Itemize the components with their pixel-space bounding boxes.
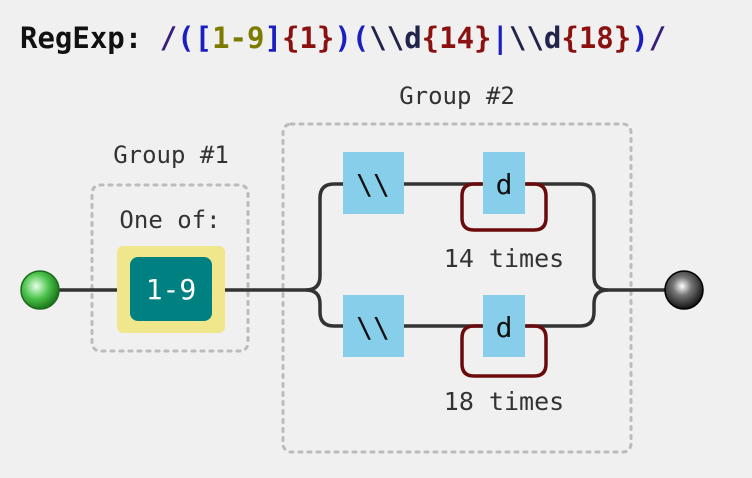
escape-box-lower [343, 295, 404, 357]
regex-token-brace: {18} [561, 21, 632, 55]
regex-header: RegExp: /([1-9]{1})(\\d{14}|\\d{18})/ [20, 18, 666, 58]
regex-token-paren: ) [334, 21, 352, 55]
repeat-loop-14 [460, 182, 548, 232]
regex-token-paren: ( [177, 21, 195, 55]
repeat-label-18: 18 times [444, 387, 564, 416]
regex-token-brace: {14} [421, 21, 492, 55]
regex-token-bracket: [ [194, 21, 213, 55]
start-node [20, 270, 60, 310]
range-label: 1-9 [146, 273, 197, 306]
end-node [664, 270, 704, 310]
regex-token-paren: ( [351, 21, 370, 55]
group1-title: Group #1 [113, 141, 229, 169]
regex-token-paren: ) [631, 21, 649, 55]
escape-text-lower: \\ [356, 311, 390, 344]
regex-token-escape: \\d [508, 21, 562, 55]
char-text-lower: d [496, 311, 513, 344]
regex-token-slash: / [648, 21, 667, 55]
escape-text-upper: \\ [356, 168, 390, 201]
regex-token-range: 1-9 [212, 21, 265, 55]
group2-frame [281, 122, 633, 454]
regex-expression: /([1-9]{1})(\\d{14}|\\d{18})/ [160, 21, 666, 55]
regex-token-brace: {1} [281, 21, 335, 55]
repeat-label-14: 14 times [444, 244, 564, 273]
range-box [130, 257, 212, 321]
repeat-loop-18 [460, 324, 548, 378]
escape-box-upper [343, 152, 404, 214]
regex-token-pipe: | [491, 21, 509, 55]
group1-frame [90, 183, 250, 353]
one-of-label: One of: [119, 206, 220, 234]
char-text-upper: d [496, 168, 513, 201]
regex-token-escape: \\d [369, 21, 422, 55]
regex-label: RegExp: [20, 21, 143, 55]
char-box-lower [483, 295, 525, 357]
regex-token-bracket: ] [264, 21, 282, 55]
group2-title: Group #2 [399, 82, 515, 110]
regex-token-slash: / [159, 21, 178, 55]
connector-lines [40, 182, 666, 328]
char-box-upper [483, 152, 525, 214]
